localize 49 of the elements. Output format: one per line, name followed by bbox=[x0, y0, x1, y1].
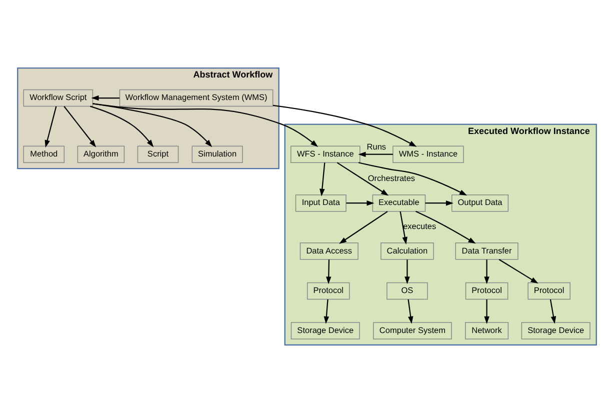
arrow bbox=[498, 259, 538, 284]
node-box: Algorithm bbox=[77, 146, 125, 163]
edge-label: Orchestrates bbox=[368, 174, 416, 184]
arrow bbox=[550, 299, 556, 324]
arrow bbox=[346, 200, 374, 206]
arrow bbox=[358, 162, 468, 196]
node-box: Protocol bbox=[465, 282, 508, 300]
node-box: OS bbox=[386, 282, 428, 300]
arrow bbox=[404, 260, 410, 284]
arrow bbox=[326, 260, 332, 284]
edge-label: executes bbox=[403, 222, 436, 232]
node-box: Workflow Script bbox=[23, 89, 94, 107]
edge-label: Runs bbox=[366, 142, 386, 152]
node-box: WFS - Instance bbox=[290, 146, 360, 163]
arrow bbox=[272, 104, 417, 147]
arrow bbox=[90, 106, 154, 148]
arrow bbox=[92, 103, 212, 148]
arrow bbox=[408, 299, 414, 324]
arrow bbox=[416, 210, 476, 244]
node-box: Data Access bbox=[300, 242, 358, 260]
node-box: Protocol bbox=[307, 282, 350, 300]
node-box: Output Data bbox=[452, 194, 509, 212]
node-box: Data Transfer bbox=[455, 242, 518, 260]
arrow bbox=[44, 106, 57, 148]
arrow bbox=[91, 95, 120, 101]
node-box: Protocol bbox=[528, 282, 570, 300]
node-box: Network bbox=[465, 322, 509, 340]
node-box: Method bbox=[23, 146, 65, 163]
node-box: Storage Device bbox=[290, 322, 360, 340]
node-box: Computer System bbox=[373, 322, 452, 340]
node-box: Workflow Management System (WMS) bbox=[119, 89, 274, 107]
node-box: Simulation bbox=[192, 146, 243, 163]
arrow bbox=[484, 260, 490, 284]
arrow bbox=[339, 211, 388, 244]
arrow bbox=[320, 162, 326, 196]
node-box: Executable bbox=[372, 194, 426, 212]
node-box: Calculation bbox=[380, 242, 434, 260]
node-box: Input Data bbox=[295, 194, 346, 212]
arrow bbox=[324, 299, 330, 324]
arrow bbox=[64, 106, 96, 148]
arrow bbox=[400, 211, 408, 245]
arrow bbox=[484, 299, 490, 324]
node-box: WMS - Instance bbox=[392, 146, 464, 163]
arrow bbox=[92, 103, 318, 147]
node-box: Storage Device bbox=[521, 322, 590, 340]
node-box: Script bbox=[137, 146, 179, 163]
arrow bbox=[358, 152, 393, 157]
arrow bbox=[425, 200, 454, 206]
arrow bbox=[336, 162, 389, 196]
